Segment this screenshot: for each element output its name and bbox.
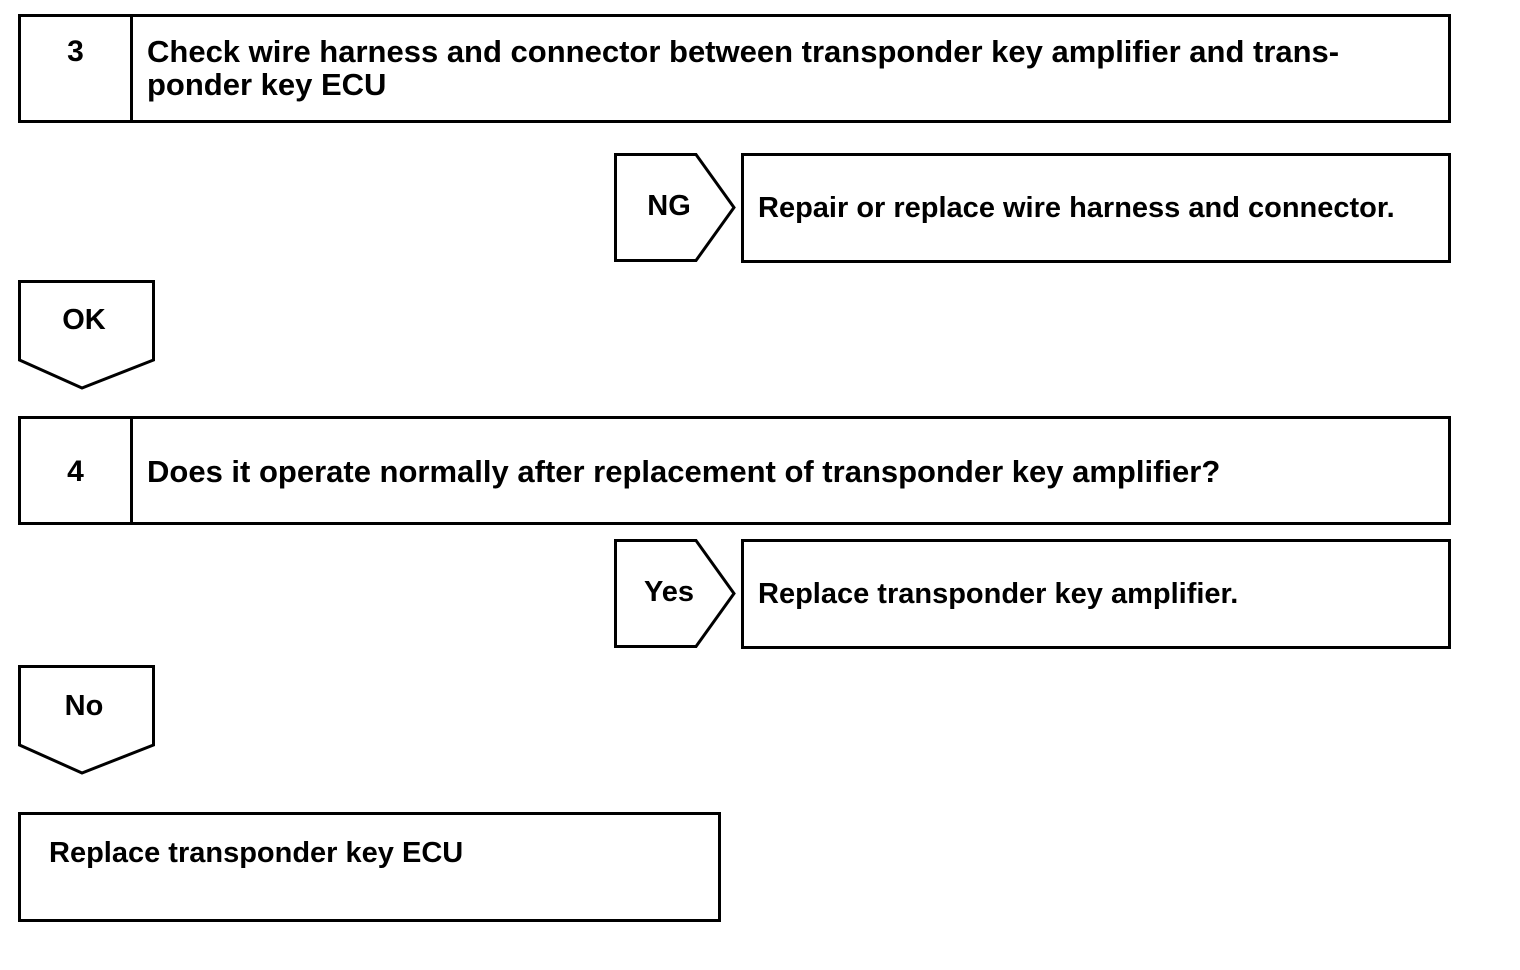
step-4-number: 4 bbox=[21, 419, 133, 522]
ng-action-box: Repair or replace wire harness and conne… bbox=[741, 153, 1451, 263]
step-3-box: 3 Check wire harness and connector betwe… bbox=[18, 14, 1451, 123]
final-action-box: Replace transponder key ECU bbox=[18, 812, 721, 922]
ok-flow-label: OK bbox=[62, 304, 106, 336]
step-4-text: Does it operate normally after replaceme… bbox=[147, 454, 1221, 489]
step-4-box: 4 Does it operate normally after replace… bbox=[18, 416, 1451, 525]
no-flow-arrow bbox=[18, 665, 155, 775]
step-3-text: Check wire harness and connector between… bbox=[147, 34, 1340, 102]
yes-action-text: Replace transponder key amplifier. bbox=[758, 578, 1239, 610]
step-3-number: 3 bbox=[21, 17, 133, 120]
yes-action-box: Replace transponder key amplifier. bbox=[741, 539, 1451, 649]
ng-action-text: Repair or replace wire harness and conne… bbox=[758, 192, 1395, 224]
yes-branch-label: Yes bbox=[644, 576, 694, 608]
ok-flow-arrow bbox=[18, 280, 155, 390]
no-flow-label: No bbox=[64, 690, 104, 722]
ng-branch-tag bbox=[614, 153, 736, 262]
yes-branch-tag bbox=[614, 539, 736, 648]
ng-branch-label: NG bbox=[647, 190, 691, 222]
final-action-text: Replace transponder key ECU bbox=[49, 837, 464, 869]
